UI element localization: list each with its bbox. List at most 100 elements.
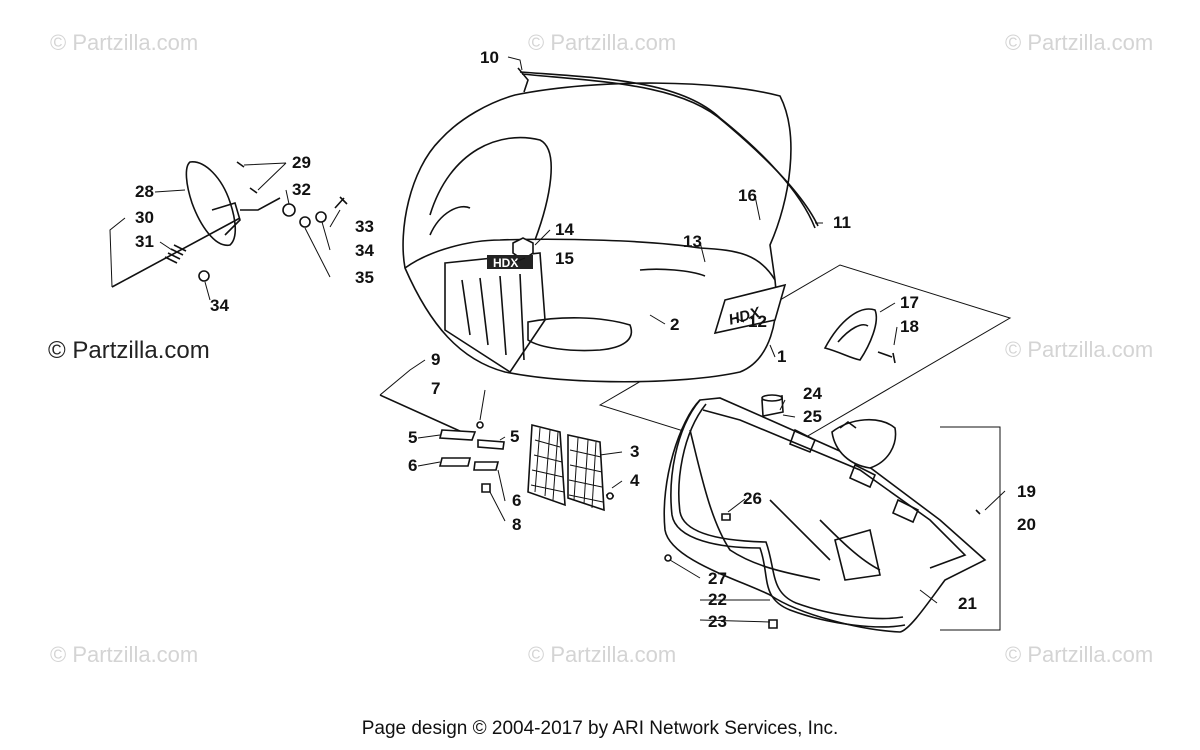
callout-22: 22 <box>708 590 727 609</box>
hood-window-left <box>429 136 552 241</box>
nut-8 <box>481 483 491 493</box>
callout-19: 19 <box>1017 482 1036 501</box>
tray-tabs <box>788 428 920 524</box>
callout-32: 32 <box>292 180 311 199</box>
watermark: © Partzilla.com <box>1005 30 1153 55</box>
callout-24: 24 <box>803 384 822 403</box>
hinge-rod <box>379 394 463 433</box>
tray-rim <box>702 409 967 569</box>
screws-29 <box>236 161 258 194</box>
callout-10: 10 <box>480 48 499 67</box>
callouts: 10 11 16 13 14 15 2 12 1 17 18 3 4 5 5 6… <box>135 48 1036 631</box>
callout-29: 29 <box>292 153 311 172</box>
watermark: © Partzilla.com <box>50 642 198 667</box>
callout-17: 17 <box>900 293 919 312</box>
watermark: © Partzilla.com <box>1005 337 1153 362</box>
callout-14: 14 <box>555 220 574 239</box>
leader-lines <box>109 56 1006 623</box>
page-footer: Page design © 2004-2017 by ARI Network S… <box>361 718 839 739</box>
nut-23 <box>768 619 778 629</box>
callout-34b: 34 <box>210 296 229 315</box>
callout-34a: 34 <box>355 241 374 260</box>
hinge-plate-right <box>477 439 505 450</box>
callout-5a: 5 <box>408 428 417 447</box>
callout-25: 25 <box>803 407 822 426</box>
callout-28: 28 <box>135 182 154 201</box>
tray-inner-ribs <box>769 499 881 571</box>
callout-3: 3 <box>630 442 639 461</box>
bracket-detail <box>837 324 869 343</box>
hood-side-bracket <box>823 308 878 361</box>
hood-crease <box>639 268 706 277</box>
hood: HDX HDX <box>402 82 792 383</box>
washer-34-lower <box>198 270 210 282</box>
hood-decal-bg <box>487 255 533 269</box>
callout-26: 26 <box>743 489 762 508</box>
nut-32 <box>282 203 296 217</box>
mesh-panel-left <box>527 423 566 507</box>
fastener-27 <box>664 554 672 562</box>
bolt-33 <box>334 196 348 209</box>
callout-33: 33 <box>355 217 374 236</box>
callout-6a: 6 <box>408 456 417 475</box>
storage-tray <box>663 397 987 633</box>
callout-23: 23 <box>708 612 727 631</box>
callout-1: 1 <box>777 347 786 366</box>
callout-16: 16 <box>738 186 757 205</box>
callout-2: 2 <box>670 315 679 334</box>
callout-8: 8 <box>512 515 521 534</box>
rivet-26 <box>721 513 731 521</box>
watermark: © Partzilla.com <box>528 30 676 55</box>
weather-strip-edge <box>521 73 819 227</box>
tray-body <box>663 397 987 633</box>
bracket-line <box>240 197 281 211</box>
tray-recess <box>834 528 881 581</box>
bumper-top <box>761 394 783 402</box>
latch-24 <box>831 418 897 469</box>
callout-11: 11 <box>833 213 851 232</box>
hinge-shim-right <box>473 461 500 471</box>
screw-4-head <box>606 492 614 500</box>
callout-4: 4 <box>630 471 640 490</box>
hood-headlight-right <box>527 317 633 352</box>
callout-31: 31 <box>135 232 154 251</box>
tray-seal <box>670 399 906 628</box>
hood-latch-clip <box>517 67 529 93</box>
spring-31 <box>164 244 187 264</box>
callout-30: 30 <box>135 208 154 227</box>
light-housing <box>211 201 241 236</box>
hood-emblem <box>512 237 534 261</box>
tray-inner-left <box>689 429 821 581</box>
grille-vents <box>461 273 525 361</box>
callout-5b: 5 <box>510 427 519 446</box>
watermark: © Partzilla.com <box>50 30 198 55</box>
watermark: © Partzilla.com <box>528 642 676 667</box>
hood-side-decal <box>713 283 787 335</box>
callout-7: 7 <box>431 379 440 398</box>
hood-inner-curve <box>429 205 471 236</box>
callout-6b: 6 <box>512 491 521 510</box>
callout-18: 18 <box>900 317 919 336</box>
assembly-outline-tray <box>940 426 1001 631</box>
callout-9: 9 <box>431 350 440 369</box>
light-pin <box>111 217 241 288</box>
washer-34 <box>315 211 327 223</box>
callout-12: 12 <box>748 312 767 331</box>
light-lens-28 <box>185 161 237 246</box>
mesh-pattern <box>530 427 604 509</box>
hinge-plate-left <box>438 429 477 441</box>
hinge-shim-left <box>438 457 472 467</box>
callout-15: 15 <box>555 249 574 268</box>
screw-18 <box>877 351 896 364</box>
hood-ridge <box>404 238 776 281</box>
latch-detail <box>839 421 857 429</box>
bolt-7 <box>476 421 484 429</box>
watermark: © Partzilla.com <box>1005 642 1153 667</box>
watermark-prominent: © Partzilla.com <box>48 337 210 364</box>
callout-21: 21 <box>958 594 977 613</box>
mesh-screen <box>527 423 605 512</box>
screw-19 <box>975 509 981 515</box>
tray-seal-inner <box>678 403 904 620</box>
callout-27: 27 <box>708 569 727 588</box>
